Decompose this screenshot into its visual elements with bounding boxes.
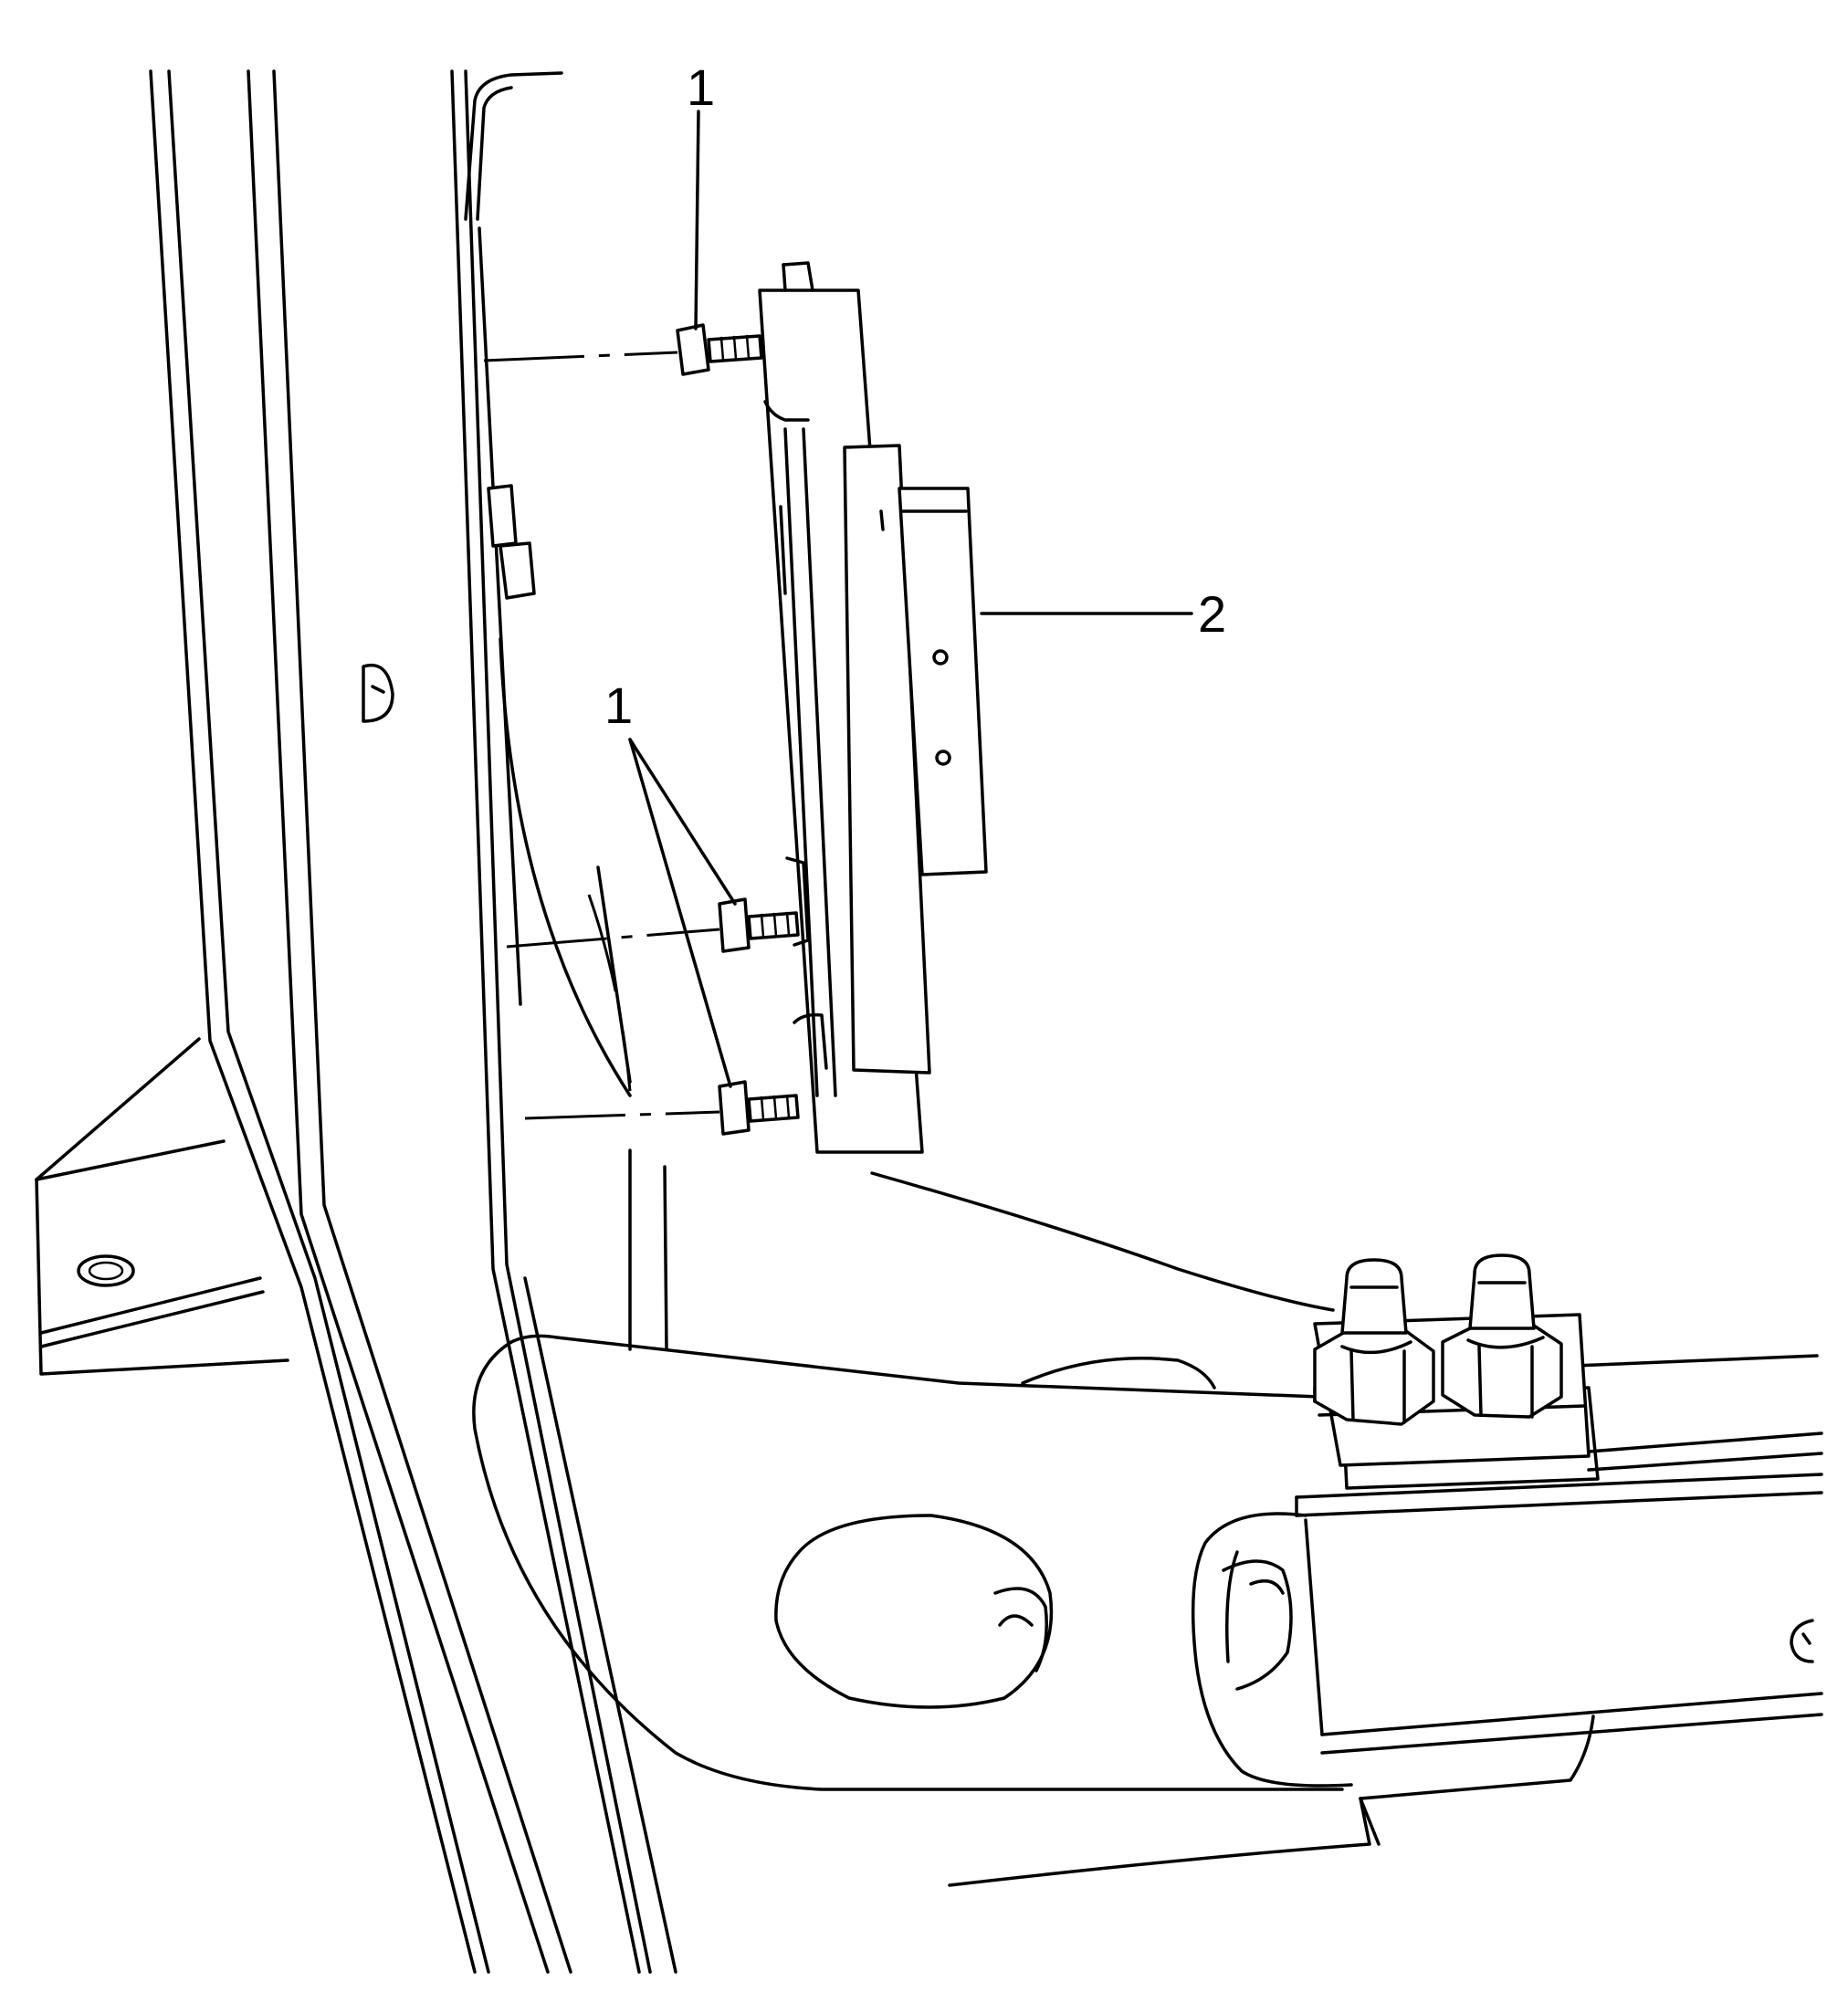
module-assembly (758, 261, 988, 1154)
left-stud-nut (1313, 1258, 1435, 1426)
alignment-lines (483, 351, 720, 1120)
callout-label-module: 2 (1198, 585, 1226, 643)
middle-bolt (718, 897, 800, 953)
lower-left-bracket (35, 1037, 289, 1376)
body-pillar (149, 69, 677, 1974)
upper-bolt (676, 323, 763, 376)
rivet-icon (362, 663, 394, 723)
cross-member (472, 1148, 1381, 1887)
lower-bolt (718, 1080, 800, 1136)
callout-leaders (628, 110, 1193, 1088)
right-stud-nut (1441, 1253, 1563, 1419)
pillar-nut (487, 484, 536, 600)
callout-label-lower-fasteners: 1 (604, 676, 633, 734)
callout-label-upper-fastener: 1 (687, 58, 715, 116)
